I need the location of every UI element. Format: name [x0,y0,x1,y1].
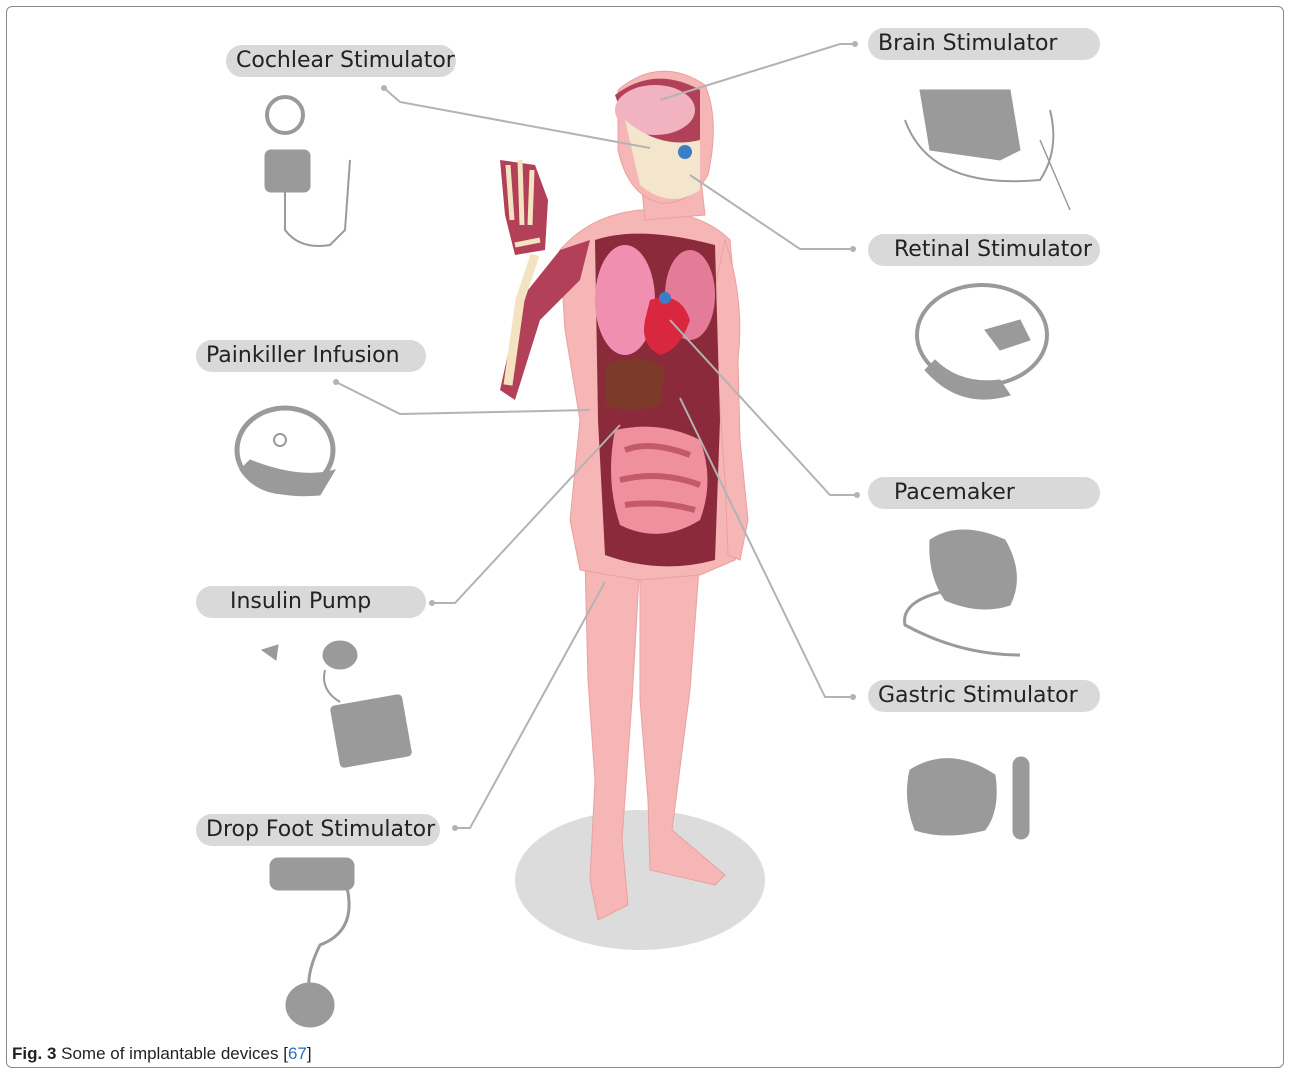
figure-caption: Fig. 3 Some of implantable devices [67] [12,1044,312,1064]
brain-stimulator-label: Brain Stimulator [868,28,1100,60]
retinal-stimulator-label: Retinal Stimulator [868,234,1100,266]
figure-number: Fig. 3 [12,1044,56,1063]
organ-cavity [595,234,720,567]
insulin-pump-device [262,641,412,768]
caption-text: Some of implantable devices [56,1044,283,1063]
painkiller-pump-device [237,408,335,496]
gastric-stimulator-device [907,757,1029,839]
pacemaker-device [905,530,1020,655]
pacemaker-label: Pacemaker [868,477,1100,509]
drop-foot-stimulator-label: Drop Foot Stimulator [196,814,440,846]
citation-link[interactable]: 67 [288,1044,307,1063]
brain-leader [660,44,855,100]
painkiller-infusion-label: Painkiller Infusion [196,340,426,372]
cochlear-leader [384,88,650,148]
dropfoot-leader [455,582,605,828]
gastric-stimulator-label: Gastric Stimulator [868,680,1100,712]
citation-close: ] [307,1044,312,1063]
insulin-pump-label: Insulin Pump [196,586,426,618]
cochlear-stimulator-label: Cochlear Stimulator [226,45,456,77]
cochlear-device [265,97,350,246]
floor-shadow [515,810,765,950]
brain-stimulator-device [905,90,1070,210]
painkiller-leader [336,382,590,414]
retinal-stimulator-device [917,285,1047,399]
liver [605,359,665,410]
drop-foot-device [270,858,354,1027]
